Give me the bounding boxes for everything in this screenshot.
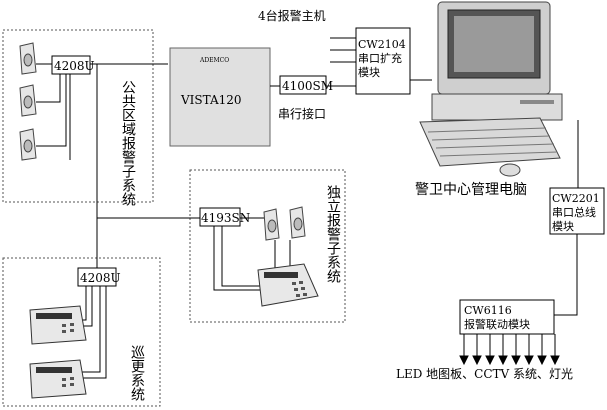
module-4208u-top [51, 55, 91, 75]
independent-wires [213, 217, 291, 291]
vista120-panel [169, 47, 271, 147]
cw2104-inputs [330, 37, 356, 63]
public-area-region [2, 29, 154, 203]
keypad-icon [257, 263, 319, 307]
detector-icon [19, 128, 37, 161]
patrol-label: 巡更系统 [129, 345, 145, 402]
computer-icon [419, 1, 563, 177]
patrol-wires [80, 286, 107, 379]
keypad-icon [29, 305, 87, 345]
public-area-label: 公共区域报警子系统 [120, 80, 136, 207]
detector-icon [263, 208, 280, 241]
module-cw2104 [355, 27, 411, 95]
module-4100sm [279, 75, 327, 95]
independent-label: 独立报警子系统 [325, 185, 341, 284]
detector-icon [289, 206, 306, 239]
module-4100sm-label: 4100SM [282, 79, 333, 93]
detector-icon [19, 84, 37, 117]
cw2104-line3: 模块 [358, 66, 380, 79]
svg-text:公共区域报警子系统: 公共区域报警子系统 [120, 80, 136, 207]
vista120-label: VISTA120 [180, 93, 242, 107]
module-cw6116 [459, 299, 555, 335]
cw6116-line2: 报警联动模块 [464, 317, 530, 331]
module-4208u-bottom [77, 267, 117, 287]
cw6116-line1: CW6116 [464, 304, 512, 317]
module-4193sn [199, 207, 241, 227]
independent-region [189, 169, 346, 323]
cw2201-line1: CW2201 [552, 192, 600, 205]
vista-brand: ADEMCO [199, 57, 229, 64]
patrol-region [2, 257, 161, 407]
cw2201-line3: 模块 [552, 220, 574, 233]
module-4208u-bottom-label: 4208U [80, 271, 121, 285]
output-arrows [459, 334, 560, 366]
cw2104-line1: CW2104 [358, 38, 406, 51]
pc-label: 警卫中心管理电脑 [415, 182, 527, 198]
output-label: LED 地图板、CCTV 系统、灯光 [396, 367, 573, 381]
link-cw2201-cw6116 [554, 234, 578, 316]
keypad-icon [29, 359, 87, 399]
cw2201-line2: 串口总线 [552, 205, 596, 219]
module-cw2201 [549, 187, 605, 235]
detector-icon [19, 42, 37, 75]
module-4208u-top-label: 4208U [54, 59, 95, 73]
serial-interface-label: 串行接口 [278, 106, 326, 121]
cw2104-line2: 串口扩充 [358, 51, 402, 65]
module-4193sn-label: 4193SN [201, 211, 250, 225]
title-text: 4台报警主机 [258, 8, 326, 23]
detector-wires [36, 63, 71, 160]
